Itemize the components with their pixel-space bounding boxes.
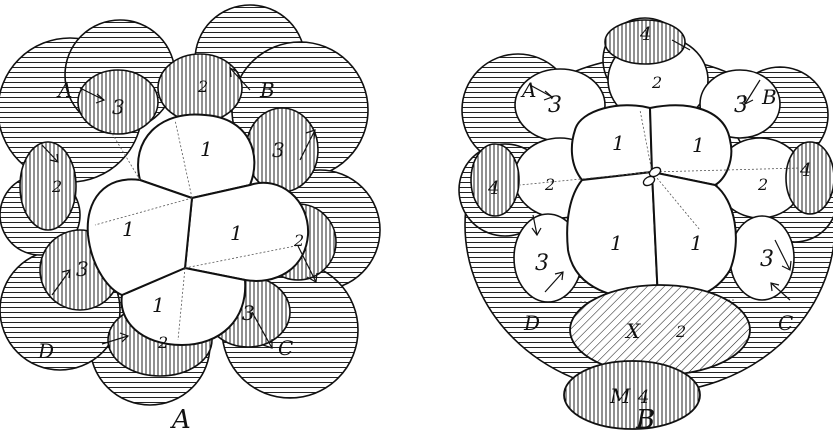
fig-b-t3-3: 3 xyxy=(760,247,774,272)
fig-b-t3-1: 3 xyxy=(734,93,748,118)
fig-a-t3-1: 3 xyxy=(272,138,285,162)
fig-b-label-bl: D xyxy=(523,311,540,335)
cell-m-letter: M xyxy=(609,384,631,408)
fig-b-t2-1: 2 xyxy=(544,175,555,194)
fig-a-label-tl: A xyxy=(56,78,72,102)
fig-a-t3-3: 3 xyxy=(242,301,255,325)
cell-m xyxy=(564,361,700,429)
fig-a-label-bl: D xyxy=(37,339,54,363)
fig-b-label-tr: B xyxy=(761,85,777,109)
fig-a-t3-0: 3 xyxy=(112,95,125,119)
fig-b-label-br: C xyxy=(778,311,793,335)
fig-b-t1-3: 1 xyxy=(690,231,703,255)
figure-a-caption: A xyxy=(170,405,191,435)
fig-a-label-tr: B xyxy=(259,78,275,102)
tier2-cell xyxy=(20,142,76,230)
figure-b-center-cells xyxy=(567,105,736,300)
fig-a-t1-0: 1 xyxy=(200,137,213,161)
figure-a: A B C D 1 1 1 1 2 2 2 2 3 3 3 3 A xyxy=(0,5,380,435)
fig-b-t3-2: 3 xyxy=(535,251,549,276)
fig-a-t1-2: 1 xyxy=(230,221,243,245)
fig-a-t2-3: 2 xyxy=(157,333,168,352)
fig-b-t3-0: 3 xyxy=(548,93,562,118)
fig-b-t4-1: 4 xyxy=(487,178,499,199)
fig-b-t4-2: 4 xyxy=(799,160,811,181)
fig-b-t1-2: 1 xyxy=(610,231,623,255)
fig-b-label-tl: A xyxy=(520,78,536,102)
figure-b: A B C D 1 1 1 1 2 2 2 2 3 3 3 3 4 4 4 X … xyxy=(459,18,833,435)
fig-a-t1-3: 1 xyxy=(152,293,165,317)
fig-b-t4-0: 4 xyxy=(639,24,651,45)
fig-a-t1-1: 1 xyxy=(122,217,135,241)
cell-x-number: 2 xyxy=(675,322,686,341)
fig-a-t2-2: 2 xyxy=(293,231,304,250)
fig-a-t2-0: 2 xyxy=(197,77,208,96)
figure-b-caption: B xyxy=(635,405,655,435)
tier1-cell xyxy=(185,183,308,281)
fig-b-t2-0: 2 xyxy=(651,73,662,92)
cell-x xyxy=(570,285,750,375)
fig-b-t2-3: 2 xyxy=(754,157,765,176)
fig-b-t2-2: 2 xyxy=(757,175,768,194)
fig-a-t2-1: 2 xyxy=(51,177,62,196)
fig-b-t1-1: 1 xyxy=(692,133,705,157)
fig-a-t3-2: 3 xyxy=(76,257,89,281)
cell-x-letter: X xyxy=(624,319,641,343)
fig-a-label-br: C xyxy=(278,336,293,360)
fig-b-t1-0: 1 xyxy=(612,131,625,155)
